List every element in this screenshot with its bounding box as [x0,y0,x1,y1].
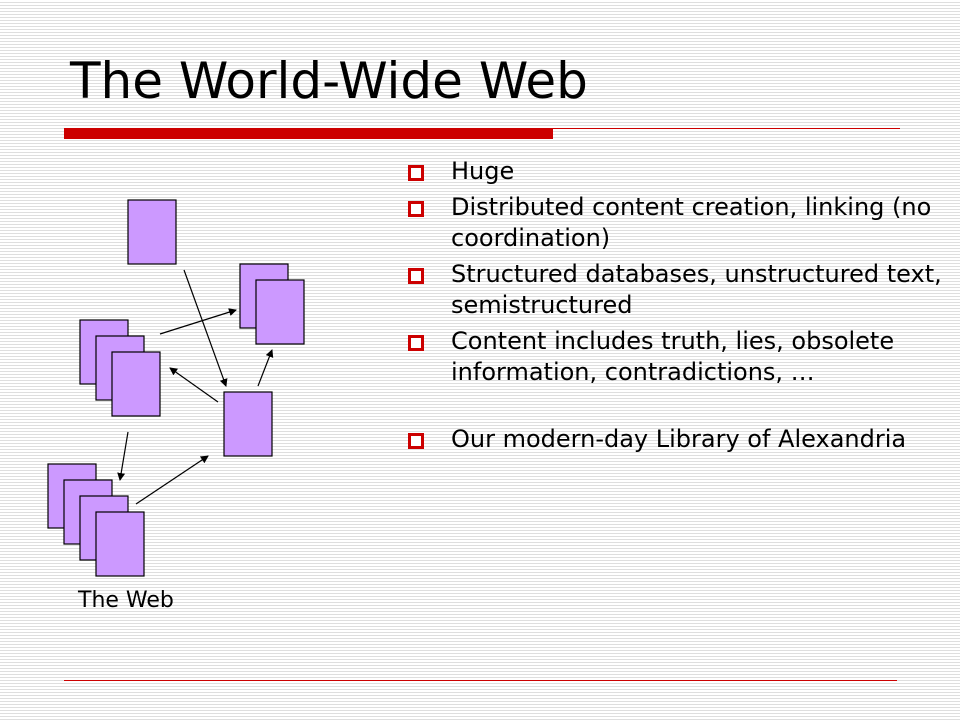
web-page-icon [127,199,177,265]
bullet-item: Huge [404,156,944,187]
hollow-square-bullet-icon [408,433,424,449]
slide-title: The World-Wide Web [70,52,588,110]
hollow-square-bullet-icon [408,268,424,284]
web-page-icon [95,511,145,577]
title-underline-thin [553,128,900,129]
bullet-item: Structured databases, unstructured text,… [404,259,944,321]
bullet-text: Structured databases, unstructured text,… [451,260,942,319]
hyperlink-arrow [257,349,274,387]
hyperlink-arrow [117,431,129,481]
bullet-item: Content includes truth, lies, obsolete i… [404,326,944,388]
hollow-square-bullet-icon [408,201,424,217]
hollow-square-bullet-icon [408,335,424,351]
web-page-icon [255,279,305,345]
bullet-list: Huge Distributed content creation, linki… [404,156,944,460]
title-underline-thick [64,128,553,139]
bullet-item: Our modern-day Library of Alexandria [404,424,944,455]
footer-rule [64,680,897,681]
bullet-text: Distributed content creation, linking (n… [451,193,932,252]
web-page-icon [111,351,161,417]
bullet-text: Content includes truth, lies, obsolete i… [451,327,895,386]
bullet-text: Our modern-day Library of Alexandria [451,425,907,453]
web-diagram [47,199,305,577]
web-page-icon [223,391,273,457]
diagram-caption: The Web [78,588,174,613]
hyperlink-arrow [169,367,219,403]
hyperlink-arrow [159,308,237,335]
hollow-square-bullet-icon [408,165,424,181]
hyperlink-arrow [135,455,209,505]
bullet-item: Distributed content creation, linking (n… [404,192,944,254]
bullet-text: Huge [451,157,515,185]
hyperlink-arrow [183,269,228,387]
